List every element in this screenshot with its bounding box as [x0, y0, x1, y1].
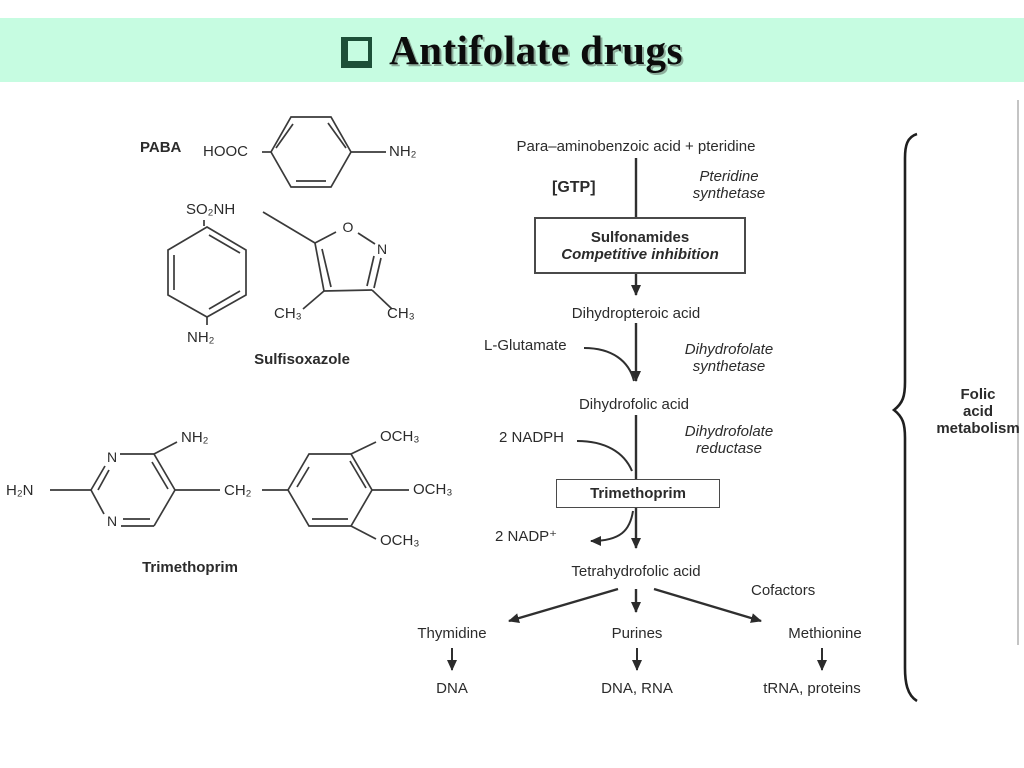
formula-paba-nh2: NH₂	[389, 143, 417, 160]
folic-acid-brace	[891, 132, 918, 703]
title-band: Antifolate drugs	[0, 18, 1024, 82]
cosubstrate-2-nadph: 2 NADPH	[499, 429, 565, 446]
branch-methionine: Methionine	[788, 625, 862, 642]
ring-atom-oxygen: O	[342, 219, 354, 235]
branch-purines: Purines	[611, 625, 663, 642]
enzyme-dihydrofolate-reductase: Dihydrofolate reductase	[684, 423, 774, 457]
enzyme-dihydrofolate-synthetase: Dihydrofolate synthetase	[684, 341, 774, 375]
branch-thymidine: Thymidine	[417, 625, 487, 642]
ring-atom-n-top: N	[106, 449, 118, 465]
end-trna-proteins: tRNA, proteins	[763, 680, 861, 697]
box-trimethoprim-label: Trimethoprim	[590, 485, 686, 502]
node-tetrahydrofolic-acid: Tetrahydrofolic acid	[571, 563, 701, 580]
structure-label-paba: PABA	[140, 139, 182, 156]
pathway-start: Para–aminobenzoic acid + pteridine	[516, 138, 756, 155]
formula-och3-top: OCH₃	[380, 428, 420, 445]
structure-label-trimethoprim: Trimethoprim	[142, 559, 238, 576]
formula-ch3-right: CH₃	[387, 305, 415, 322]
inhibitor-box-trimethoprim: Trimethoprim	[556, 479, 720, 508]
brace-label-folic-acid-metabolism: Folic acid metabolism	[936, 386, 1020, 437]
formula-tmp-nh2: NH₂	[181, 429, 209, 446]
paba-structure	[262, 116, 386, 188]
enzyme-pteridine-synthetase: Pteridine synthetase	[692, 168, 766, 202]
box-competitive-inhibition-label: Competitive inhibition	[561, 245, 719, 263]
structure-label-sulfisoxazole: Sulfisoxazole	[254, 351, 350, 368]
sulfisoxazole-structure	[167, 211, 393, 325]
pathway-arrows	[447, 158, 827, 671]
formula-och3-mid: OCH₃	[413, 481, 453, 498]
end-dna-rna: DNA, RNA	[601, 680, 673, 697]
trimethoprim-structure	[50, 441, 409, 540]
checkbox-bullet-icon	[341, 36, 373, 68]
formula-sulf-nh2: NH₂	[187, 329, 215, 346]
ring-atom-nitrogen: N	[376, 241, 388, 257]
formula-ch3-left: CH₃	[274, 305, 302, 322]
formula-so2nh: SO₂NH	[186, 201, 236, 218]
formula-hooc: HOOC	[203, 143, 248, 160]
byproduct-2-nadp: 2 NADP⁺	[495, 528, 558, 545]
node-dihydrofolic-acid: Dihydrofolic acid	[578, 396, 690, 413]
page-title: Antifolate drugs	[389, 26, 683, 73]
node-dihydropteroic-acid: Dihydropteroic acid	[571, 305, 701, 322]
formula-och3-bottom: OCH₃	[380, 532, 420, 549]
end-dna: DNA	[436, 680, 468, 697]
pathway-gtp: [GTP]	[552, 179, 596, 196]
inhibitor-box-sulfonamides: Sulfonamides Competitive inhibition	[534, 217, 746, 274]
box-sulfonamides-label: Sulfonamides	[590, 228, 690, 246]
formula-ch2: CH₂	[224, 482, 252, 499]
ring-atom-n-bottom: N	[106, 513, 118, 529]
formula-h2n: H₂N	[6, 482, 34, 499]
cosubstrate-l-glutamate: L-Glutamate	[484, 337, 567, 354]
cofactors-label: Cofactors	[751, 582, 816, 599]
